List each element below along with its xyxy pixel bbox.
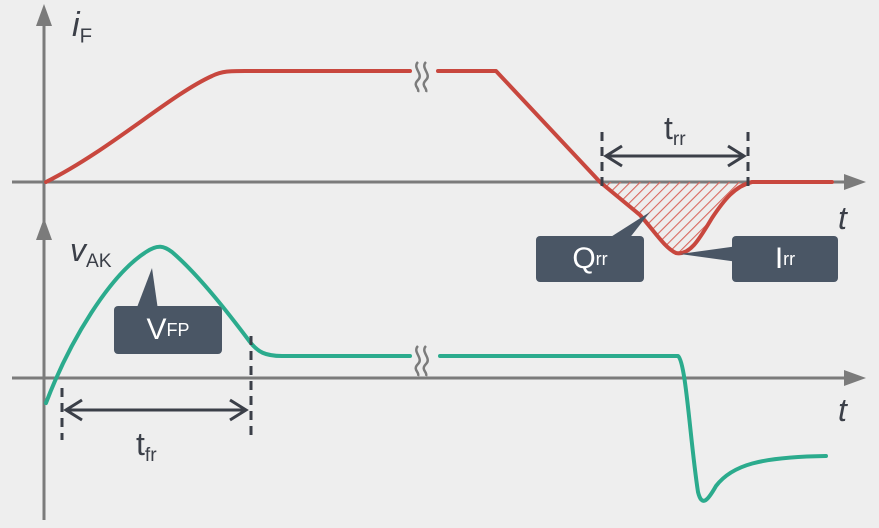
forward-current-trace [44, 69, 412, 184]
qrr-callout-pointer [606, 212, 650, 240]
top-time-axis-arrow [844, 174, 866, 190]
forward-current-trace-after-break [436, 69, 834, 256]
axis-break-icon [414, 345, 429, 377]
top-axis-ylabel: iF [72, 8, 92, 47]
trr-label-sub: rr [672, 129, 686, 151]
tfr-label-main: t [136, 426, 145, 462]
qrr-callout-main: Q [572, 242, 596, 275]
bottom-axis-ylabel-sub: AK [86, 251, 112, 273]
vertical-axis-arrow-top [36, 4, 52, 26]
bottom-time-axis-arrow [844, 370, 866, 386]
tfr-arrow-right [229, 398, 249, 422]
trr-label: trr [664, 112, 686, 149]
irr-callout-pointer [680, 246, 738, 262]
trr-arrow-left [603, 144, 623, 168]
anode-voltage-trace-after-break [438, 354, 828, 503]
vfp-callout-sub: FP [166, 320, 190, 340]
axis-break-icon [414, 61, 429, 93]
vfp-callout-pointer [136, 268, 158, 310]
tfr-arrow-left [63, 398, 83, 422]
tfr-label-sub: fr [144, 445, 157, 467]
bottom-axis-ylabel-main: v [70, 232, 86, 268]
bottom-axis-ylabel: vAK [70, 234, 112, 271]
vfp-callout-main: V [146, 313, 167, 346]
trr-label-main: t [664, 110, 673, 146]
top-axis-ylabel-sub: F [79, 25, 93, 48]
irr-callout-main: I [774, 242, 784, 275]
vertical-axis-arrow-mid [36, 218, 52, 240]
qrr-callout-sub: rr [595, 249, 608, 269]
tfr-label: tfr [136, 428, 157, 465]
anode-voltage-trace [44, 244, 412, 405]
top-axis-ylabel-main: i [72, 6, 80, 44]
top-axis-xlabel: t [838, 200, 847, 236]
trr-arrow-right [727, 144, 747, 168]
qrr-hatched-area [600, 182, 752, 254]
irr-callout-sub: rr [783, 249, 796, 269]
bottom-axis-xlabel: t [838, 392, 847, 428]
